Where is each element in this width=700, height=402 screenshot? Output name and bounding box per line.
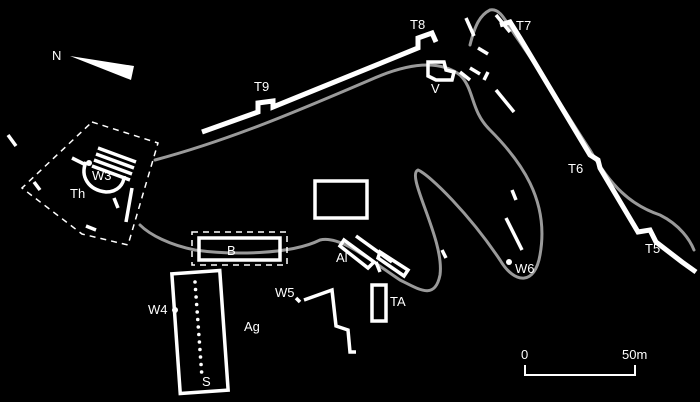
tower-t9-label: T9 — [254, 79, 269, 94]
feature-b-label: B — [227, 243, 236, 258]
stoa-column-dot — [195, 317, 200, 322]
feature-s-label: S — [202, 374, 211, 389]
feature-ag-label: Ag — [244, 319, 260, 334]
stoa-column-dot — [193, 287, 198, 292]
stoa-column-dot — [194, 302, 199, 307]
wall-segment — [6, 133, 18, 148]
feature-w6-label: W6 — [515, 261, 535, 276]
building-ta — [370, 283, 388, 323]
wall-w5 — [303, 287, 356, 354]
w3-marker — [86, 160, 92, 166]
wall-w5-stub — [294, 296, 302, 304]
stoa-column-dot — [193, 280, 197, 284]
city-wall-west — [201, 29, 439, 135]
wall-segment — [477, 46, 489, 56]
scale-end-label: 50m — [622, 347, 647, 362]
stoa-column-dot — [197, 332, 201, 337]
stoa-column-dot — [198, 355, 203, 359]
w4-marker — [172, 307, 178, 313]
structure-v-annex — [458, 66, 490, 82]
scale-start-label: 0 — [521, 347, 528, 362]
theatre-seating — [71, 146, 137, 182]
wall-segment — [494, 88, 516, 114]
theatre-orchestra — [82, 161, 126, 194]
stoa-columns — [193, 280, 204, 374]
city-wall-east — [499, 19, 698, 275]
tower-t6-label: T6 — [568, 161, 583, 176]
stoa-column-dot — [198, 347, 202, 352]
stoa-column-dot — [197, 340, 202, 344]
north-arrow-icon — [70, 56, 134, 80]
road-path — [138, 63, 544, 293]
tower-t5-label: T5 — [645, 241, 660, 256]
stoa-column-dot — [199, 362, 203, 367]
wall-segment — [494, 13, 512, 34]
feature-th-label: Th — [70, 186, 85, 201]
feature-v-label: V — [431, 81, 440, 96]
feature-al-label: Al — [336, 250, 348, 265]
stoa-column-dot — [196, 325, 201, 329]
feature-w3-label: W3 — [92, 168, 112, 183]
tower-t8-label: T8 — [410, 17, 425, 32]
wall-segment — [510, 189, 518, 201]
w6-marker — [506, 259, 512, 265]
feature-w5-label: W5 — [275, 285, 295, 300]
tower-t7-label: T7 — [516, 18, 531, 33]
stoa-column-dot — [195, 310, 199, 314]
structure-v — [426, 60, 457, 82]
wall-segment — [440, 249, 448, 259]
stoa-column-dot — [199, 370, 204, 374]
theatre-enclosure — [20, 121, 159, 246]
building-rectangle — [313, 179, 369, 220]
stoa-s — [170, 268, 230, 396]
stoa-column-dot — [194, 295, 198, 299]
wall-segment — [504, 217, 524, 251]
theatre-stage — [32, 180, 134, 232]
building-al-annex — [374, 249, 411, 279]
wall-segment — [464, 17, 476, 37]
building-b-enclosure — [191, 231, 288, 266]
north-label: N — [52, 48, 61, 63]
road-path-east — [468, 8, 696, 252]
feature-ta-label: TA — [390, 294, 406, 309]
feature-w4-label: W4 — [148, 302, 168, 317]
building-b — [197, 236, 282, 262]
scale-bar — [524, 365, 636, 376]
